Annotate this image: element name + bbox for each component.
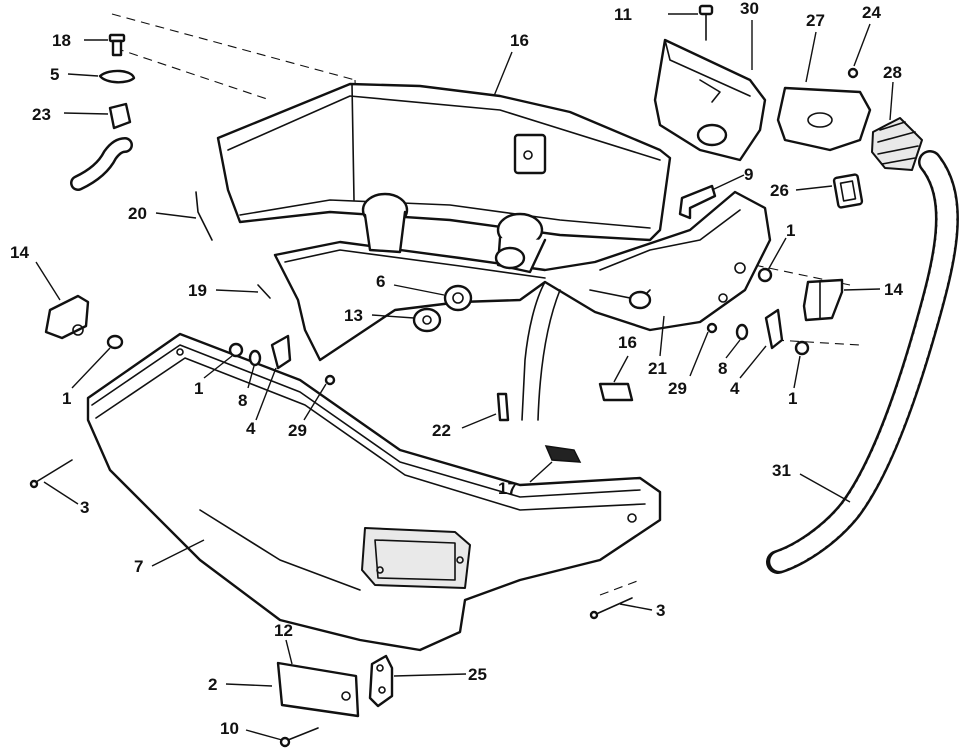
leader-lines [35,13,894,741]
part-9-clip [678,184,717,220]
callout-3: 3 [80,498,89,517]
part-3-screw-right [589,597,633,620]
callout-17: 17 [498,479,517,498]
breather-hose-fill [72,139,131,189]
callout-18: 18 [52,31,71,50]
part-13-grommet [412,307,442,333]
part-28-grommet [871,117,923,171]
part-25-bracket [368,654,394,708]
part-11-screw [698,4,714,41]
cable [521,281,546,421]
part-30-bracket [653,38,767,162]
part-31-hose [766,150,959,574]
part-22-clip [496,392,510,422]
callout-8: 8 [718,359,727,378]
callout-16: 16 [510,31,529,50]
callout-8: 8 [238,391,247,410]
part-26-gasket-inner [839,180,857,202]
callout-4: 4 [246,419,256,438]
callout-27: 27 [806,11,825,30]
part-20-wire [195,191,213,241]
small-hardware [106,267,810,386]
callout-19: 19 [188,281,207,300]
callout-5: 5 [50,65,59,84]
callout-29: 29 [288,421,307,440]
part-10-screw [279,727,319,748]
part-19-wire [257,284,271,299]
callout-6: 6 [376,272,385,291]
callout-26: 26 [770,181,789,200]
callout-9: 9 [744,165,753,184]
part-6-grommet [443,284,473,312]
part-21-lower-bracket [273,190,772,362]
part-26-gasket [832,173,864,209]
part-16-pad [598,382,634,402]
callout-14: 14 [10,243,29,262]
callout-10: 10 [220,719,239,738]
callout-1: 1 [194,379,203,398]
callout-4: 4 [730,379,740,398]
callout-14: 14 [884,280,903,299]
part-23-fitting [108,102,132,130]
callout-29: 29 [668,379,687,398]
callout-20: 20 [128,204,147,223]
part-27-duct [776,86,872,152]
callout-12: 12 [274,621,293,640]
callout-21: 21 [648,359,667,378]
callout-16: 16 [618,333,637,352]
part-5-clamp [98,69,136,84]
callout-25: 25 [468,665,487,684]
part-2-plate [276,661,360,718]
part-3-screw-left [29,459,73,489]
part-18-pin [108,33,126,57]
callout-11: 11 [614,5,632,24]
callout-1: 1 [62,389,71,408]
callout-13: 13 [344,306,363,325]
part-14-latch-right [802,278,844,322]
part-14-latch-left [44,294,90,340]
callout-23: 23 [32,105,51,124]
cable-2 [537,289,561,421]
callout-22: 22 [432,421,451,440]
callout-1: 1 [786,221,795,240]
callout-30: 30 [740,0,759,18]
part-16-upper-pan [216,82,672,242]
callout-28: 28 [883,63,902,82]
callout-1: 1 [788,389,797,408]
callout-24: 24 [862,3,881,22]
part-17-pad [544,445,582,463]
callout-3: 3 [656,601,665,620]
part-24-screw [847,67,859,79]
part-7-lower-cowl [86,332,662,652]
callout-2: 2 [208,675,217,694]
callout-labels: 18 5 23 16 11 30 27 24 28 20 9 26 1 14 1… [10,0,903,738]
callout-7: 7 [134,557,143,576]
callout-31: 31 [772,461,791,480]
